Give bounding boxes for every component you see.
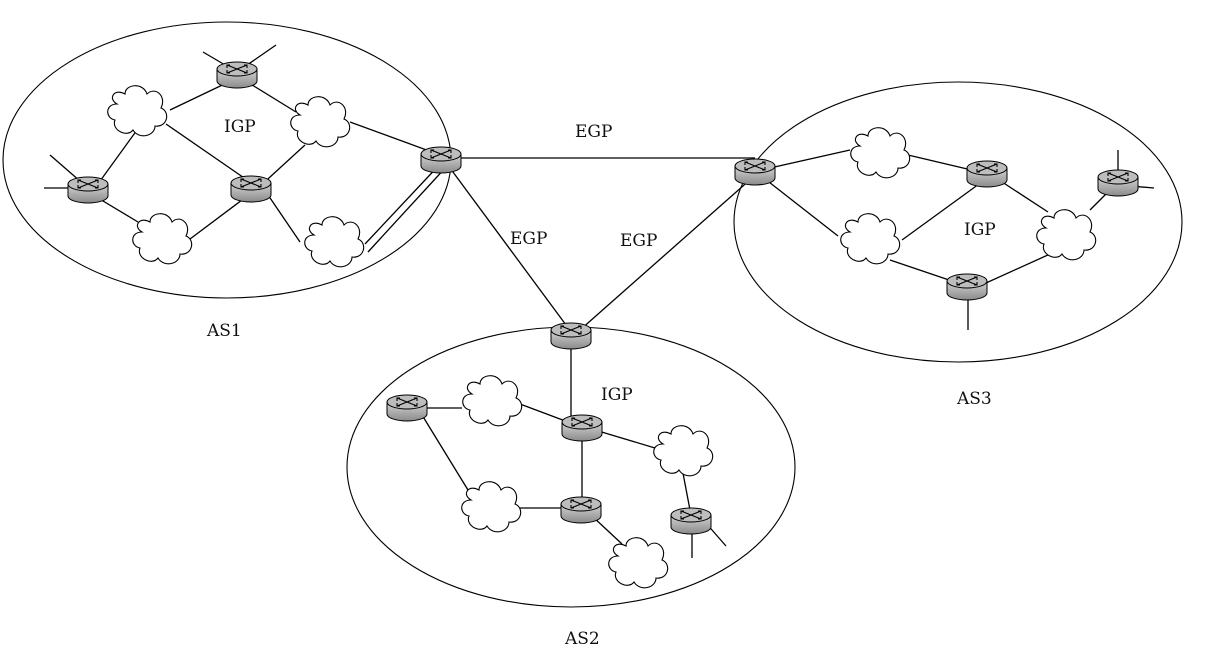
router-icon (946, 273, 988, 301)
router-icon (966, 160, 1008, 188)
router-icon (386, 394, 428, 422)
as1-label: AS1 (206, 321, 242, 341)
network-cloud-icon (290, 96, 351, 148)
egp-label-top: EGP (575, 122, 612, 142)
egp-label-left: EGP (510, 229, 547, 249)
network-cloud-icon (304, 216, 365, 268)
as2-igp-label: IGP (601, 385, 633, 405)
network-cloud-icon (461, 481, 522, 533)
router-icon (561, 414, 603, 442)
egp-link-as2-as3 (579, 177, 753, 331)
as3-igp-label: IGP (964, 220, 996, 240)
network-cloud-icon (653, 425, 714, 477)
egp-label-right: EGP (620, 231, 657, 251)
network-cloud-icon (608, 537, 669, 589)
network-cloud-icon (132, 213, 193, 265)
as3-label: AS3 (956, 389, 992, 409)
as1-igp-label: IGP (224, 117, 256, 137)
as2-label: AS2 (564, 629, 600, 649)
network-cloud-icon (840, 213, 901, 265)
network-cloud-icon (850, 127, 911, 179)
router-icon (230, 175, 272, 203)
network-cloud-icon (462, 375, 523, 427)
router-icon (216, 61, 258, 89)
router-icon (560, 496, 602, 524)
network-cloud-icon (107, 85, 168, 137)
router-icon (550, 322, 592, 350)
as3-boundary (733, 81, 1183, 363)
router-icon (67, 176, 109, 204)
network-cloud-icon (1036, 209, 1097, 261)
router-icon (734, 158, 776, 186)
router-icon (670, 507, 712, 535)
router-icon (1097, 169, 1139, 197)
router-icon (420, 146, 462, 174)
egp-link-as1-as2 (449, 167, 567, 326)
